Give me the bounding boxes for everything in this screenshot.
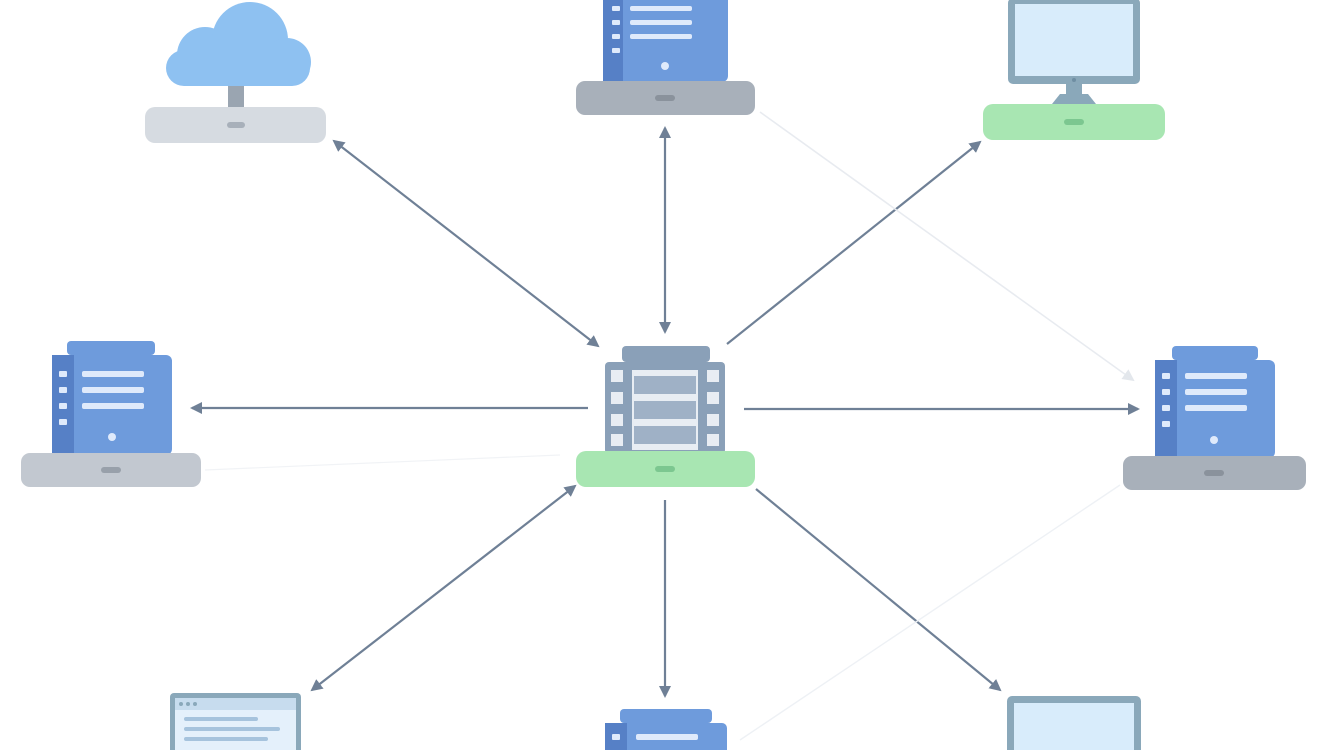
green-base bbox=[983, 104, 1165, 140]
node-server-bottom[interactable] bbox=[605, 709, 727, 750]
browser-window-icon bbox=[170, 693, 301, 750]
monitor-icon bbox=[1007, 696, 1141, 750]
server-icon bbox=[605, 709, 727, 750]
connection-hub-monitor-top-right bbox=[726, 140, 982, 345]
connection-server-top-server-right-faint bbox=[759, 111, 1135, 382]
server-icon bbox=[603, 0, 728, 82]
node-monitor-bottom-right[interactable] bbox=[1007, 696, 1141, 750]
gray-base bbox=[145, 107, 326, 143]
gray-base bbox=[1123, 456, 1306, 490]
server-icon bbox=[52, 341, 172, 455]
faint-line-bottom bbox=[739, 484, 1121, 741]
connection-hub-monitor-bottom-right bbox=[755, 488, 1002, 692]
cloud-icon bbox=[166, 2, 311, 108]
node-server-top[interactable] bbox=[576, 0, 755, 115]
node-server-right[interactable] bbox=[1123, 346, 1306, 490]
gray-base bbox=[576, 81, 755, 115]
connection-hub-cloud bbox=[332, 139, 600, 348]
monitor-icon bbox=[1008, 0, 1140, 104]
node-browser-bottom-left[interactable] bbox=[170, 693, 301, 750]
green-base bbox=[576, 451, 755, 487]
node-cloud[interactable] bbox=[145, 2, 326, 143]
connection-hub-browser bbox=[310, 484, 577, 692]
node-hub[interactable] bbox=[576, 346, 755, 487]
node-monitor-top-right[interactable] bbox=[983, 0, 1165, 140]
connections bbox=[190, 111, 1140, 741]
hub-server-icon bbox=[605, 346, 725, 454]
node-server-left[interactable] bbox=[21, 341, 201, 487]
gray-base bbox=[21, 453, 201, 487]
faint-line-left bbox=[204, 454, 561, 471]
server-icon bbox=[1155, 346, 1275, 458]
